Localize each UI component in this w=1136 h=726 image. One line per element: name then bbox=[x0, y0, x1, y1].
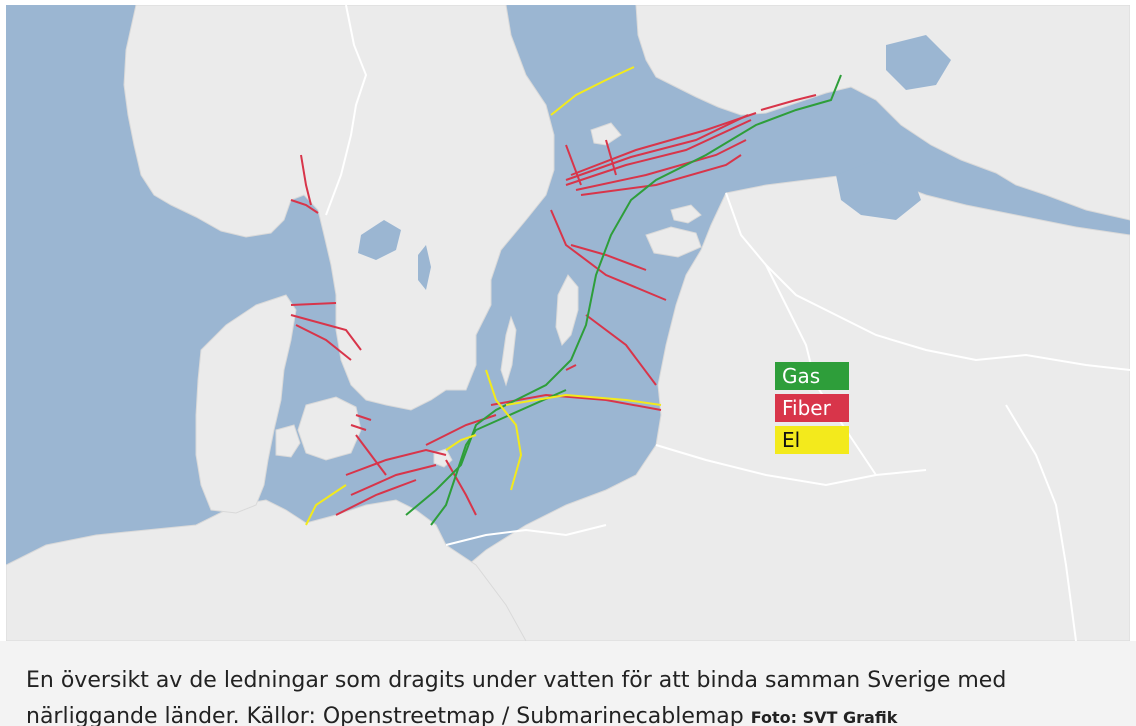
legend-gas-label: Gas bbox=[782, 364, 821, 388]
land-hiiumaa bbox=[670, 204, 702, 224]
fiber-cable bbox=[295, 324, 352, 361]
caption-text: En översikt av de ledningar som dragits … bbox=[26, 668, 1007, 726]
land-central-europe bbox=[6, 499, 527, 641]
fiber-cable bbox=[565, 144, 582, 186]
land-oland bbox=[500, 315, 517, 387]
land-saaremaa bbox=[645, 226, 702, 258]
fiber-cable bbox=[570, 244, 647, 271]
lake-saimaa bbox=[886, 35, 951, 90]
map-view[interactable] bbox=[6, 5, 1130, 641]
fiber-cable bbox=[290, 302, 337, 306]
electricity-cables bbox=[305, 66, 662, 526]
fiber-cable bbox=[490, 393, 662, 411]
fiber-cable bbox=[565, 114, 749, 181]
fiber-cable bbox=[760, 94, 817, 111]
fiber-cable bbox=[350, 424, 367, 431]
photo-credit: Foto: SVT Grafik bbox=[750, 708, 898, 726]
fiber-cable bbox=[565, 364, 577, 371]
caption-text-block: En översikt av de ledningar som dragits … bbox=[26, 663, 1106, 726]
fiber-cable bbox=[445, 459, 477, 516]
fiber-cable bbox=[335, 479, 417, 516]
lake-ladoga bbox=[836, 160, 921, 220]
fiber-cable bbox=[290, 314, 362, 351]
electricity-cable bbox=[485, 369, 523, 491]
fiber-cable bbox=[350, 464, 437, 496]
fiber-cable bbox=[565, 119, 752, 186]
fiber-cable bbox=[290, 199, 319, 214]
lake-vattern bbox=[418, 245, 431, 290]
fiber-cable bbox=[585, 314, 657, 386]
legend-gas: Gas bbox=[775, 362, 849, 390]
legend-fiber-label: Fiber bbox=[782, 396, 831, 420]
baltic-sea-cable-map bbox=[6, 5, 1130, 641]
legend-fiber: Fiber bbox=[775, 394, 849, 422]
legend-el-label: El bbox=[782, 428, 801, 452]
fiber-cable bbox=[580, 154, 742, 196]
land-zealand bbox=[297, 396, 362, 461]
fiber-cables bbox=[290, 94, 817, 516]
electricity-cable bbox=[505, 393, 662, 406]
map-legend: Gas Fiber El bbox=[775, 362, 849, 458]
fiber-cable bbox=[355, 434, 387, 476]
fiber-cable bbox=[570, 112, 757, 176]
fiber-cable bbox=[605, 139, 617, 176]
electricity-cable bbox=[445, 434, 477, 451]
image-caption: En översikt av de ledningar som dragits … bbox=[0, 641, 1136, 726]
country-borders bbox=[325, 5, 1130, 641]
land-aland bbox=[590, 122, 622, 146]
fiber-cable bbox=[355, 414, 372, 421]
electricity-cable bbox=[305, 484, 347, 526]
electricity-cable bbox=[550, 66, 635, 116]
land-funen bbox=[275, 424, 301, 458]
fiber-cable bbox=[345, 448, 447, 476]
gas-pipeline bbox=[430, 389, 567, 526]
land-jutland bbox=[195, 294, 297, 514]
land-finland-north bbox=[635, 5, 1130, 221]
land-scandinavia bbox=[123, 5, 555, 411]
legend-el: El bbox=[775, 426, 849, 454]
gas-pipeline bbox=[405, 74, 842, 516]
fiber-cable bbox=[300, 154, 312, 206]
lake-vanern bbox=[358, 220, 401, 260]
gas-pipelines bbox=[405, 74, 842, 526]
fiber-cable bbox=[550, 209, 667, 301]
fiber-cable bbox=[575, 139, 747, 191]
land-gotland bbox=[555, 274, 579, 346]
